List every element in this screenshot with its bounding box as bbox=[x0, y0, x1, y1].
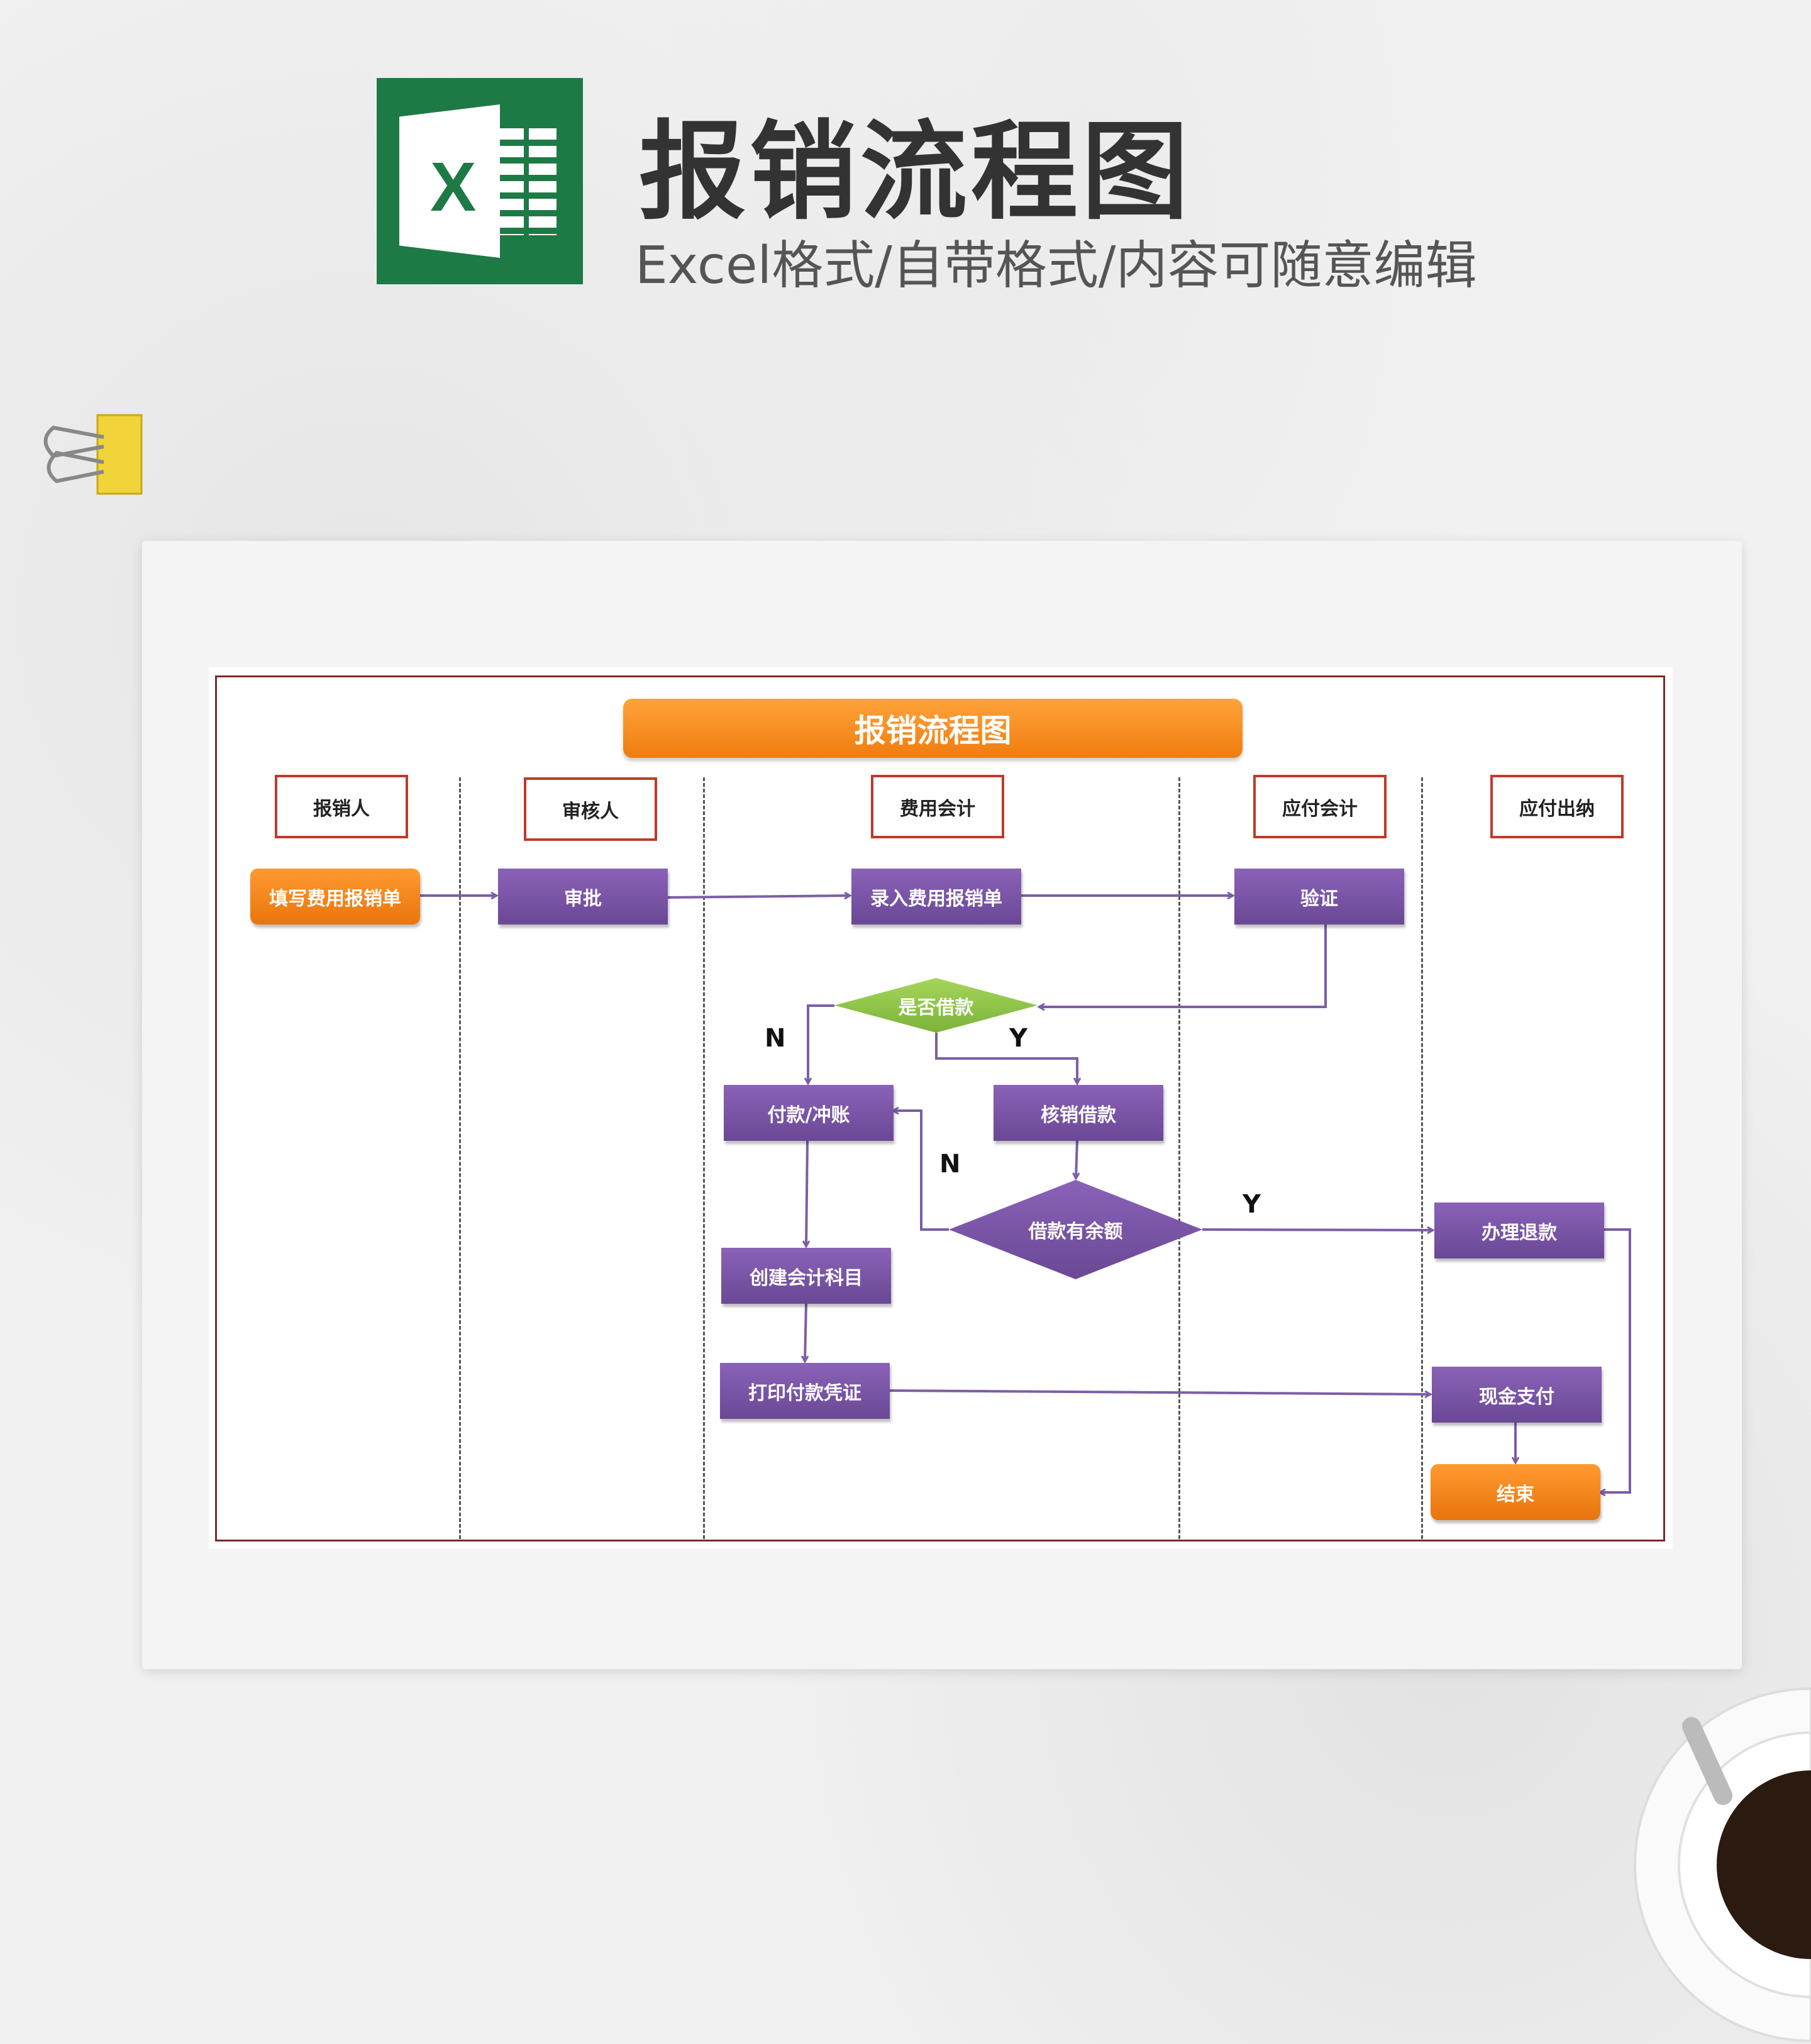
connector bbox=[1039, 923, 1327, 1007]
label-yes: Y bbox=[1009, 1024, 1027, 1053]
lane-divider bbox=[1178, 777, 1180, 1539]
connector bbox=[666, 896, 850, 897]
node-fill-form: 填写费用报销单 bbox=[250, 869, 420, 925]
lane-header-expense-accountant: 费用会计 bbox=[871, 775, 1004, 838]
connector bbox=[808, 1004, 834, 1084]
connector bbox=[887, 1389, 1431, 1394]
node-end: 结束 bbox=[1431, 1464, 1600, 1520]
binder-clip-icon bbox=[43, 414, 143, 495]
node-print-voucher: 打印付款凭证 bbox=[720, 1363, 890, 1419]
lane-header-claimant: 报销人 bbox=[275, 775, 408, 838]
connector bbox=[893, 1111, 949, 1231]
flowchart-frame bbox=[215, 675, 1665, 1541]
node-create-account: 创建会计科目 bbox=[721, 1248, 891, 1304]
label-no: N bbox=[939, 1150, 961, 1179]
excel-logo: X bbox=[377, 78, 583, 284]
label-no: N bbox=[765, 1024, 786, 1053]
lane-divider bbox=[703, 777, 705, 1539]
lane-header-payable-accountant: 应付会计 bbox=[1253, 775, 1387, 838]
node-enter-form: 录入费用报销单 bbox=[851, 869, 1021, 925]
flowchart-title: 报销流程图 bbox=[623, 699, 1243, 758]
node-writeoff-loan: 核销借款 bbox=[994, 1085, 1163, 1141]
connector bbox=[1076, 1139, 1077, 1179]
node-verify: 验证 bbox=[1234, 869, 1404, 925]
connector bbox=[806, 1139, 807, 1247]
coffee-cup-icon bbox=[1634, 1687, 1811, 2043]
node-refund: 办理退款 bbox=[1434, 1203, 1604, 1258]
page-subtitle: Excel格式/自带格式/内容可随意编辑 bbox=[635, 236, 1477, 296]
lane-header-cashier: 应付出纳 bbox=[1490, 775, 1624, 838]
label-yes: Y bbox=[1243, 1190, 1261, 1219]
node-approve: 审批 bbox=[498, 869, 668, 925]
connector bbox=[805, 1302, 806, 1362]
node-cash-payment: 现金支付 bbox=[1432, 1367, 1602, 1423]
page-title: 报销流程图 bbox=[639, 110, 1193, 235]
node-pay-offset: 付款/冲账 bbox=[724, 1085, 894, 1141]
connector bbox=[1600, 1228, 1631, 1492]
lane-divider bbox=[1421, 777, 1423, 1539]
lane-header-reviewer: 审核人 bbox=[524, 777, 657, 841]
lane-divider bbox=[459, 777, 461, 1539]
connector bbox=[935, 1033, 1077, 1084]
